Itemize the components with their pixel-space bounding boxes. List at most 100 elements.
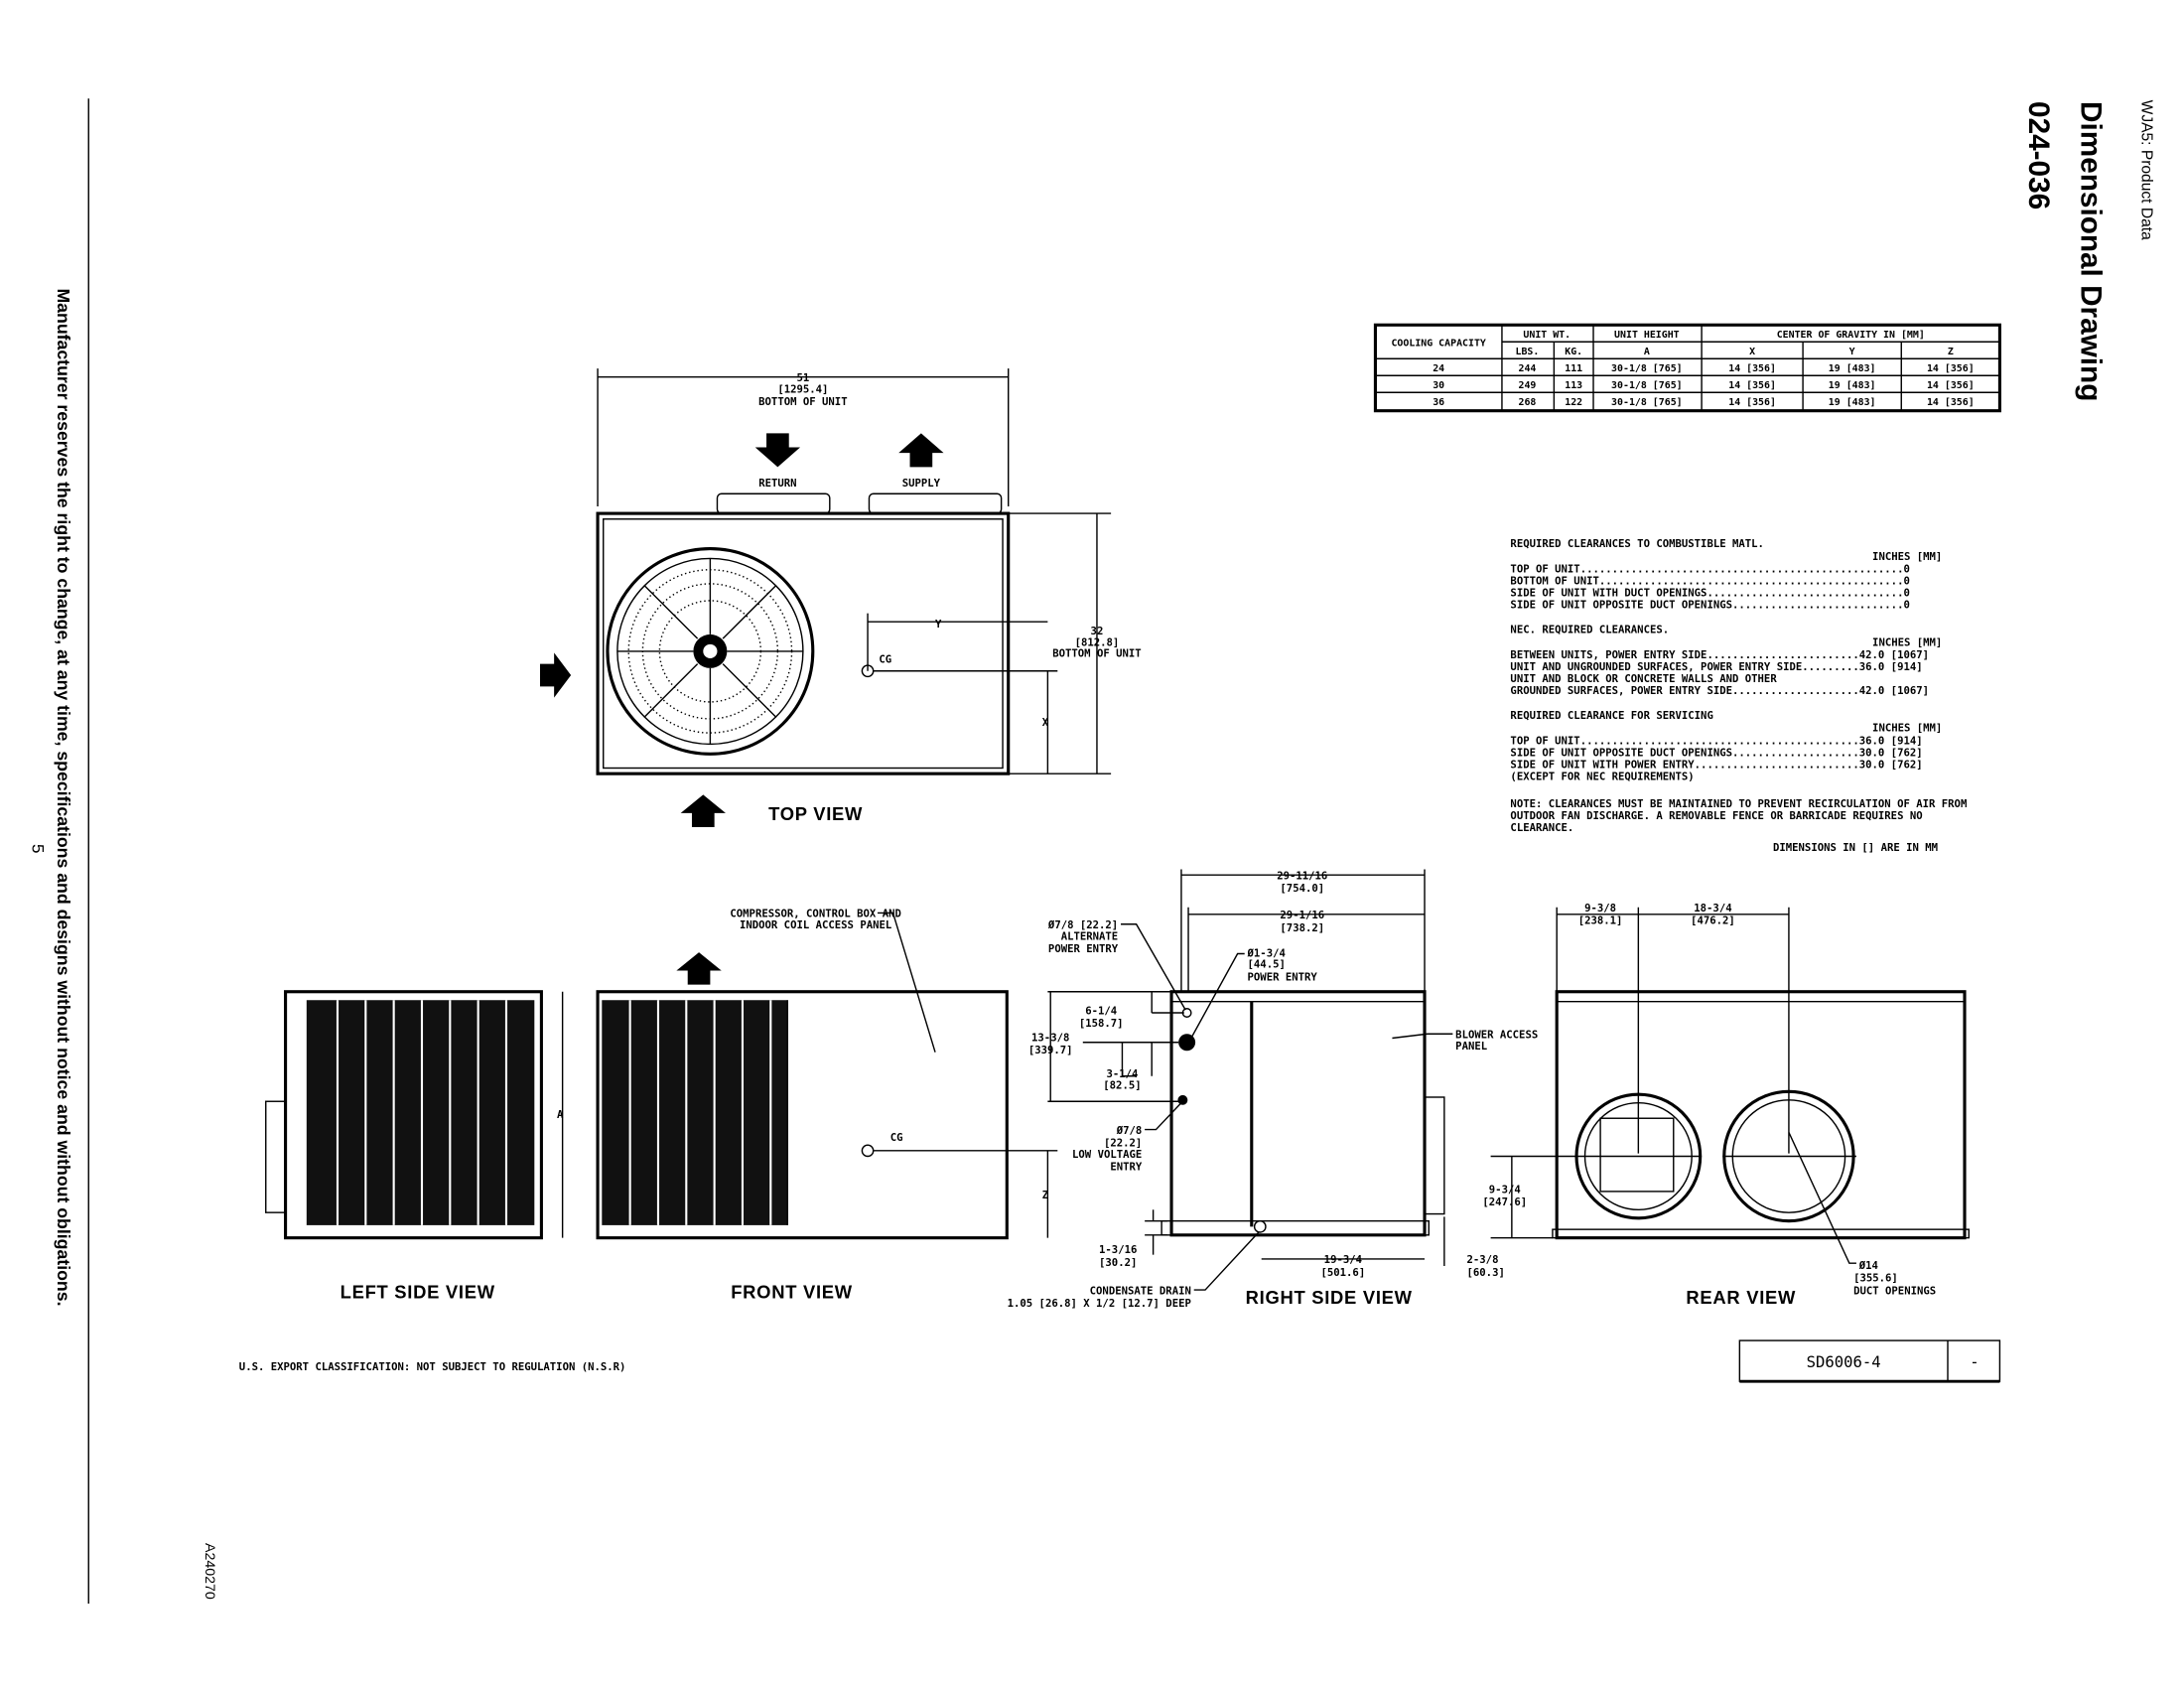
top-depth-dim-note: BOTTOM OF UNIT: [1052, 647, 1141, 660]
rear-spacing-dim: 18-3/4: [1694, 902, 1731, 914]
drain-label-2: 1.05 [26.8] X 1/2 [12.7] DEEP: [1008, 1297, 1191, 1310]
th-kg: KG.: [1565, 347, 1582, 357]
airflow-arrow-bottom-icon: [680, 794, 726, 828]
table-cell: 30-1/8 [765]: [1611, 380, 1683, 391]
th-cg: CENTER OF GRAVITY IN [MM]: [1777, 330, 1925, 341]
clearance-line: SIDE OF UNIT WITH DUCT OPENINGS.........…: [1510, 587, 1909, 600]
rear-height-dim: 9-3/4: [1489, 1183, 1521, 1196]
blower-panel-label: BLOWER ACCESS: [1455, 1028, 1538, 1041]
model-range: 024-036: [2022, 101, 2055, 210]
supply-arrow-icon: [898, 433, 944, 468]
power-entry-label: Ø1-3/4: [1247, 946, 1286, 959]
top-view: 51 [1295.4] BOTTOM OF UNIT RETURN SUPPLY…: [539, 368, 1142, 828]
table-cell: 122: [1565, 397, 1582, 408]
th-a: A: [1644, 347, 1650, 357]
clearance-line: BETWEEN UNITS, POWER ENTRY SIDE.........…: [1510, 648, 1929, 661]
left-side-view: LEFT SIDE VIEW: [265, 990, 543, 1303]
rear-view-label: REAR VIEW: [1686, 1287, 1796, 1308]
drain-label: CONDENSATE DRAIN: [1090, 1284, 1191, 1297]
condenser-fan-icon: [606, 546, 815, 756]
alt-power-entry-label: Ø7/8 [22.2]: [1047, 918, 1118, 931]
th-lbs: LBS.: [1516, 347, 1540, 357]
table-cell: 30-1/8 [765]: [1611, 363, 1683, 374]
front-view-label: FRONT VIEW: [731, 1282, 853, 1303]
clearance-line: SIDE OF UNIT OPPOSITE DUCT OPENINGS.....…: [1510, 746, 1922, 759]
table-cell: 19 [483]: [1829, 397, 1876, 408]
front-view: COMPRESSOR, CONTROL BOX AND INDOOR COIL …: [557, 908, 1058, 1303]
clearance-section-title: REQUIRED CLEARANCE FOR SERVICING: [1510, 709, 1712, 722]
clearance-line: SIDE OF UNIT WITH POWER ENTRY...........…: [1510, 759, 1922, 772]
clearance-line: GROUNDED SURFACES, POWER ENTRY SIDE.....…: [1510, 684, 1929, 697]
clearance-note: OUTDOOR FAN DISCHARGE. A REMOVABLE FENCE…: [1510, 809, 1922, 822]
panel-note-2: INDOOR COIL ACCESS PANEL: [740, 918, 891, 931]
top-cg-label: CG: [879, 652, 891, 665]
rear-spacing-dim-mm: [476.2]: [1691, 914, 1735, 927]
rear-left-dim-mm: [238.1]: [1578, 914, 1623, 927]
cg-table: COOLING CAPACITY UNIT WT. LBS. KG. UNIT …: [1373, 323, 2001, 413]
clearance-line: UNIT AND UNGROUNDED SURFACES, POWER ENTR…: [1510, 660, 1922, 673]
clearance-line: BOTTOM OF UNIT..........................…: [1510, 575, 1909, 588]
table-cell: 249: [1518, 380, 1536, 391]
low-voltage-label-2: [22.2]: [1104, 1137, 1142, 1150]
right-side-view-label: RIGHT SIDE VIEW: [1246, 1287, 1413, 1308]
clearance-line: SIDE OF UNIT OPPOSITE DUCT OPENINGS.....…: [1510, 599, 1909, 612]
rs-d1-dim-mm: [158.7]: [1079, 1017, 1124, 1030]
th-y: Y: [1849, 347, 1855, 357]
rs-d5-dim-mm: [501.6]: [1321, 1266, 1366, 1279]
duct-diameter-mm: [355.6]: [1853, 1272, 1898, 1285]
table-cell: 14 [356]: [1728, 363, 1776, 374]
clearance-section-title: NEC. REQUIRED CLEARANCES.: [1510, 624, 1669, 636]
rs-d5-dim: 19-3/4: [1324, 1253, 1362, 1266]
top-x-label: X: [1042, 716, 1049, 729]
low-voltage-label-3: LOW VOLTAGE: [1072, 1148, 1142, 1161]
th-capacity: COOLING CAPACITY: [1391, 339, 1485, 350]
airflow-arrow-left-icon: [539, 652, 572, 698]
th-x: X: [1749, 347, 1755, 357]
alt-power-entry-label-3: POWER ENTRY: [1048, 942, 1119, 955]
top-width-dim-mm: [1295.4]: [777, 382, 828, 395]
table-cell: 19 [483]: [1829, 363, 1876, 374]
rs-d3-dim-mm: [82.5]: [1103, 1078, 1141, 1091]
table-cell: 24: [1433, 363, 1444, 374]
left-side-view-label: LEFT SIDE VIEW: [341, 1282, 495, 1303]
export-classification: U.S. EXPORT CLASSIFICATION: NOT SUBJECT …: [239, 1360, 626, 1373]
table-cell: 30-1/8 [765]: [1611, 397, 1683, 408]
th-z: Z: [1948, 347, 1954, 357]
duct-diameter: Ø14: [1858, 1259, 1878, 1272]
table-cell: 36: [1433, 397, 1444, 408]
clearance-line: (EXCEPT FOR NEC REQUIREMENTS): [1510, 771, 1694, 783]
table-cell: 268: [1518, 397, 1536, 408]
clearance-units: INCHES [MM]: [1872, 635, 1942, 648]
return-label: RETURN: [758, 477, 796, 490]
product-label: WJA5: Product Data: [2138, 100, 2155, 240]
right-side-view: 29-11/16 [754.0] 29-1/16 [738.2] Ø7/8 [2…: [1008, 869, 1539, 1310]
rs-d6-dim-mm: [60.3]: [1467, 1266, 1505, 1279]
rear-height-dim-mm: [247.6]: [1482, 1196, 1527, 1208]
airflow-arrow-up-icon: [676, 952, 722, 985]
top-width-dim: 51: [796, 371, 809, 384]
clearance-note: NOTE: CLEARANCES MUST BE MAINTAINED TO P…: [1510, 797, 1967, 810]
front-z-label: Z: [1042, 1189, 1049, 1201]
front-cg-label: CG: [890, 1131, 903, 1144]
table-cell: 14 [356]: [1927, 363, 1975, 374]
drawing-number-box: SD6006-4 -: [1738, 1339, 2001, 1383]
table-cell: 14 [356]: [1728, 397, 1776, 408]
blower-panel-label-2: PANEL: [1455, 1040, 1487, 1053]
rear-view: 9-3/8 [238.1] 18-3/4 [476.2] 9-3/4 [247.…: [1482, 902, 1970, 1308]
clearance-units: INCHES [MM]: [1872, 550, 1942, 563]
panel-note: COMPRESSOR, CONTROL BOX AND: [730, 908, 900, 920]
clearance-units: INCHES [MM]: [1872, 722, 1942, 735]
clearance-line: TOP OF UNIT.............................…: [1510, 563, 1909, 576]
top-depth-dim: 32: [1091, 625, 1104, 637]
table-cell: 30: [1433, 380, 1444, 391]
power-entry-label-3: POWER ENTRY: [1248, 970, 1318, 983]
supply-label: SUPPLY: [902, 477, 941, 490]
rs-d4-dim: 1-3/16: [1099, 1243, 1137, 1256]
doc-code: A240270: [202, 1543, 217, 1600]
table-cell: 14 [356]: [1728, 380, 1776, 391]
rs-d2-dim-mm: [339.7]: [1028, 1044, 1073, 1056]
front-cg-marker-icon: [861, 1144, 875, 1158]
clearances-notes: REQUIRED CLEARANCES TO COMBUSTIBLE MATL.…: [1510, 537, 1967, 854]
return-duct-opening-icon: [1574, 1092, 1703, 1220]
